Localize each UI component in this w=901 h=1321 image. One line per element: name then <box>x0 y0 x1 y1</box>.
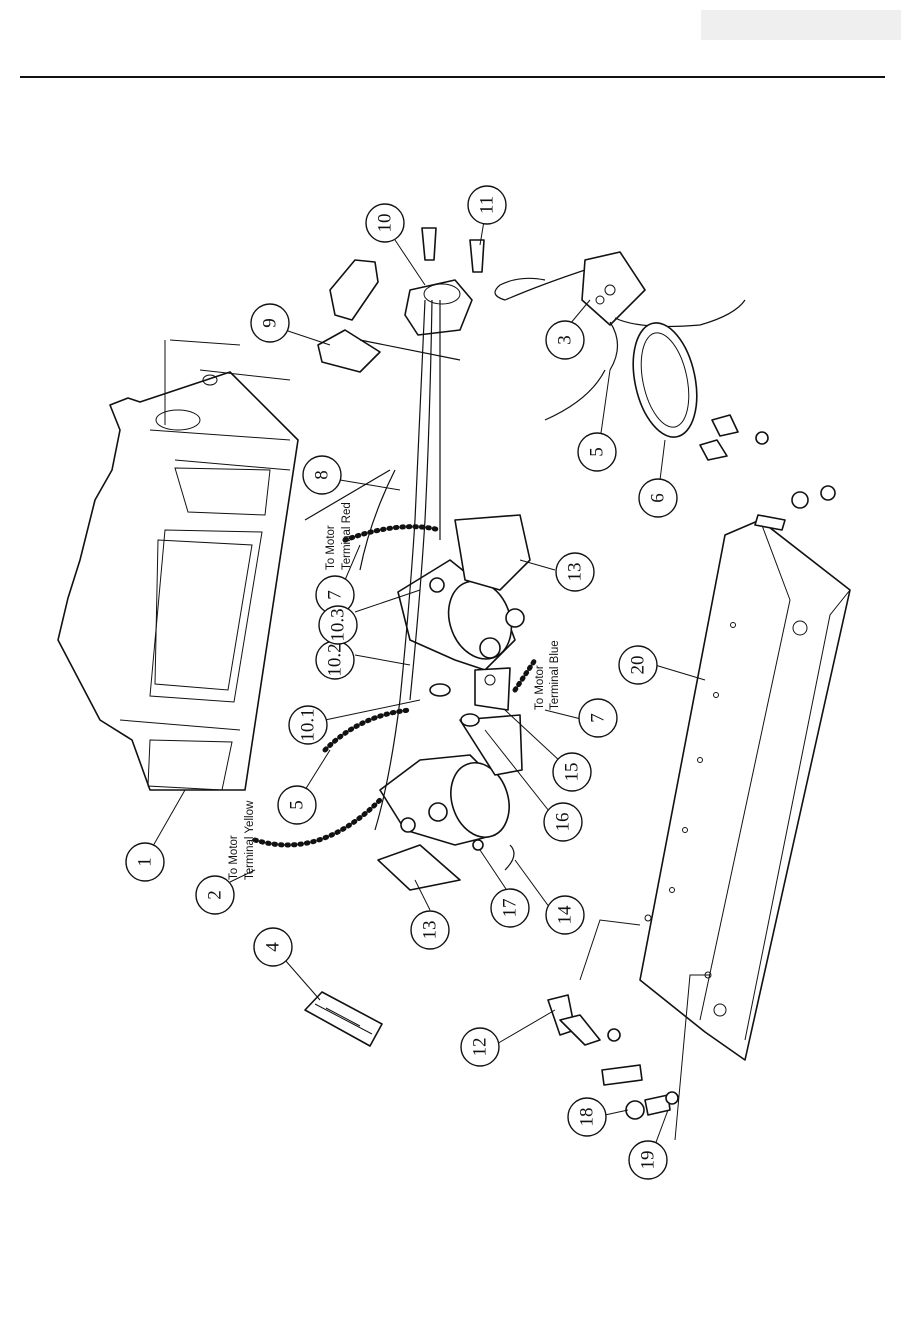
switch-assembly <box>495 252 745 370</box>
svg-text:20: 20 <box>628 656 649 675</box>
svg-text:13: 13 <box>565 563 586 582</box>
svg-text:5: 5 <box>587 447 608 457</box>
grommet <box>305 992 382 1046</box>
label-yellow-line1: To Motor <box>228 835 240 880</box>
callout-10-2: 10.2 <box>316 641 354 679</box>
svg-text:3: 3 <box>555 335 576 345</box>
svg-text:19: 19 <box>638 1151 659 1170</box>
callout-11: 11 <box>468 186 506 224</box>
housing-cover <box>58 372 298 790</box>
callout-5-left: 5 <box>278 786 316 824</box>
svg-text:5: 5 <box>287 800 308 810</box>
callout-16: 16 <box>544 803 582 841</box>
callout-1: 1 <box>126 843 164 881</box>
lower-solenoid <box>378 715 522 890</box>
callout-4: 4 <box>254 928 292 966</box>
cable-ring <box>624 317 707 443</box>
callout-17: 17 <box>491 889 529 927</box>
svg-text:10: 10 <box>375 214 396 233</box>
svg-text:4: 4 <box>263 942 284 952</box>
svg-text:1: 1 <box>135 857 156 867</box>
socket-cap <box>318 260 472 372</box>
label-blue-line1: To Motor <box>534 665 546 710</box>
callout-18: 18 <box>568 1098 606 1136</box>
label-blue-line2: Terminal Blue <box>549 640 561 710</box>
svg-text:10.2: 10.2 <box>325 643 346 676</box>
callout-8: 8 <box>303 456 341 494</box>
callout-19: 19 <box>629 1141 667 1179</box>
svg-text:9: 9 <box>260 318 281 328</box>
callout-2: 2 <box>196 876 234 914</box>
socket-bolts <box>422 228 484 272</box>
callout-9: 9 <box>251 304 289 342</box>
callout-10: 10 <box>366 204 404 242</box>
callout-10-3: 10.3 <box>319 606 357 644</box>
callout-7-blue: 7 <box>579 699 617 737</box>
svg-text:8: 8 <box>312 470 333 480</box>
svg-text:11: 11 <box>477 196 498 214</box>
label-yellow-line2: Terminal Yellow <box>244 800 256 880</box>
svg-text:2: 2 <box>205 890 226 900</box>
svg-text:10.1: 10.1 <box>298 708 319 741</box>
bracket-top-bolts <box>755 486 835 530</box>
callout-14: 14 <box>546 896 584 934</box>
svg-text:15: 15 <box>562 763 583 782</box>
mounting-bracket <box>640 520 850 1060</box>
svg-text:16: 16 <box>553 813 574 832</box>
svg-text:14: 14 <box>555 905 576 925</box>
ring-bolts <box>700 415 768 460</box>
callout-13-upper: 13 <box>556 553 594 591</box>
callout-13-lower: 13 <box>411 911 449 949</box>
svg-text:7: 7 <box>588 713 609 723</box>
label-red-line2: Terminal Red <box>341 502 353 570</box>
svg-text:7: 7 <box>325 590 346 600</box>
callout-10-1: 10.1 <box>289 706 327 744</box>
callout-5-right: 5 <box>578 433 616 471</box>
callout-15: 15 <box>553 753 591 791</box>
callout-20: 20 <box>619 646 657 684</box>
callout-3: 3 <box>546 321 584 359</box>
svg-text:12: 12 <box>470 1038 491 1057</box>
callout-12: 12 <box>461 1028 499 1066</box>
upper-solenoid <box>398 515 530 670</box>
label-red-line1: To Motor <box>325 525 337 570</box>
svg-text:6: 6 <box>648 493 669 503</box>
callout-6: 6 <box>639 479 677 517</box>
svg-text:18: 18 <box>577 1108 598 1127</box>
svg-text:13: 13 <box>420 921 441 940</box>
lower-bolts <box>548 995 678 1119</box>
svg-text:17: 17 <box>500 899 521 918</box>
svg-text:10.3: 10.3 <box>328 608 349 641</box>
